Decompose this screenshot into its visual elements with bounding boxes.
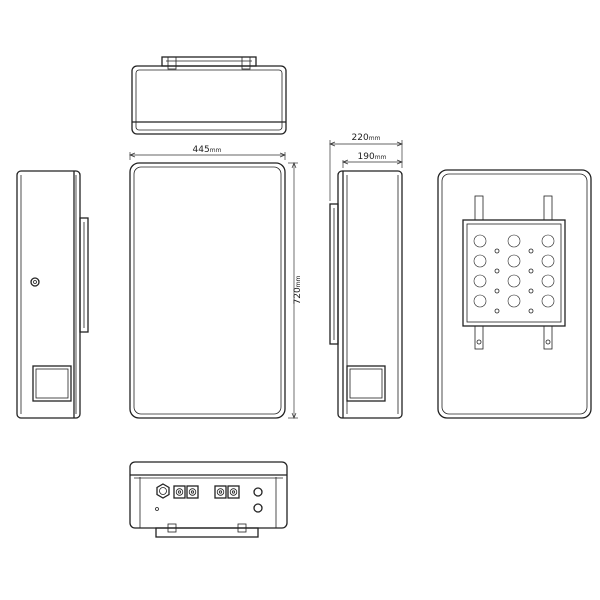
rear-view [437,169,592,419]
depth-overall-unit: mm [369,135,381,142]
connector-port-1 [173,485,186,499]
connector-port-3 [214,485,227,499]
round-port-upper [253,487,263,497]
top-view [131,56,287,135]
bottom-mount-rail [155,527,259,538]
height-dimension-label: 720mm [293,275,303,304]
small-mount-holes [494,248,534,314]
height-dimension-value: 720 [293,287,303,304]
depth-body-unit: mm [375,154,387,161]
connector-port-2 [186,485,199,499]
left-wall-bracket [79,217,89,333]
drain-hole-icon [155,507,159,511]
connector-port-4 [227,485,240,499]
depth-overall-dimension-label: 220mm [352,133,381,143]
width-dimension-value: 445 [193,145,210,155]
lock-icon [30,277,40,287]
depth-body-dimension-label: 190mm [358,152,387,162]
right-vent-panel [346,365,386,402]
top-bracket-tab-left [167,56,177,70]
front-view: 445mm 720mm [129,145,303,419]
round-port-lower [253,503,263,513]
knockout-column-left [473,234,487,308]
left-vent-panel [32,365,72,402]
width-dimension-unit: mm [210,147,222,154]
cable-gland-icon [156,483,170,499]
right-side-view: 220mm 190mm [329,133,403,419]
depth-overall-value: 220 [352,133,369,143]
knockout-column-center [507,234,521,308]
bottom-view [129,461,288,538]
right-wall-bracket [329,203,339,345]
depth-body-value: 190 [358,152,375,162]
rear-mount-plate [462,219,566,327]
height-dimension-unit: mm [295,275,302,287]
left-side-view [16,170,89,419]
knockout-column-right [541,234,555,308]
width-dimension-label: 445mm [193,145,222,155]
top-bracket-tab-right [241,56,251,70]
